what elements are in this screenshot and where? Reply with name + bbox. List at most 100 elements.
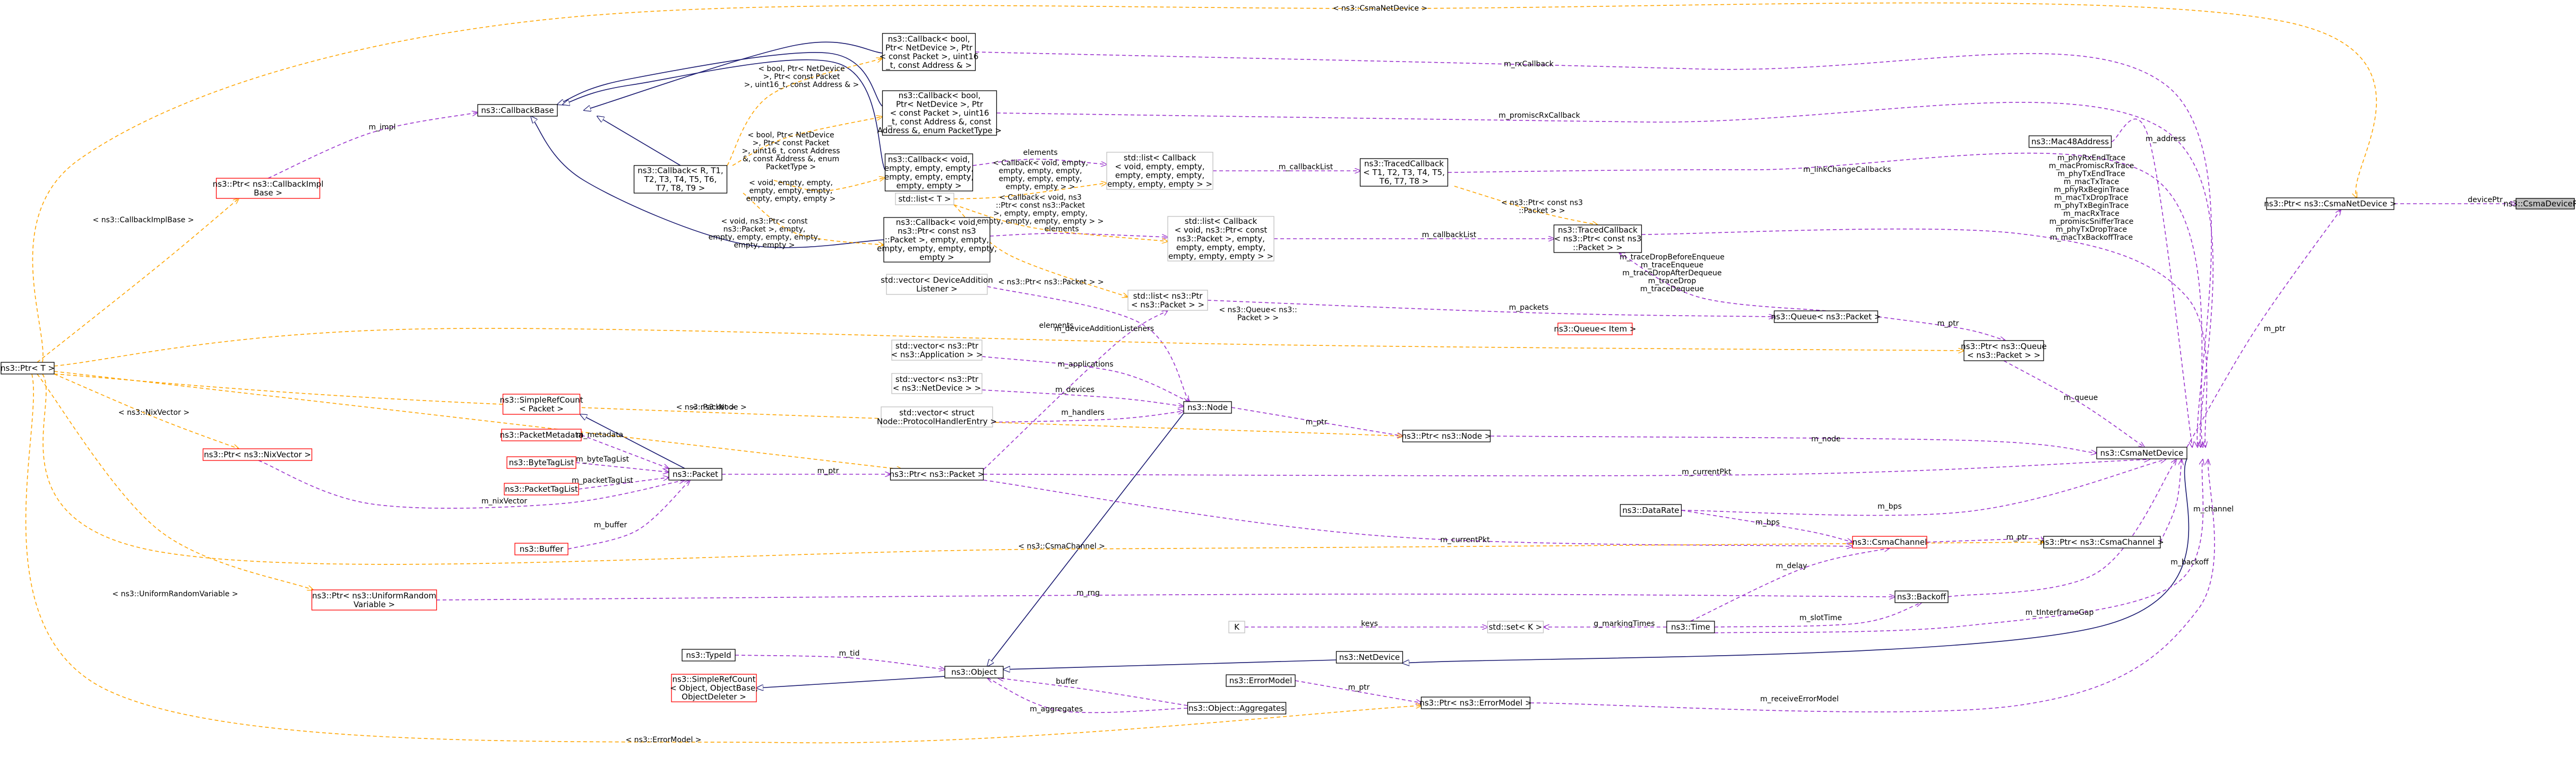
node-netDevice[interactable]: ns3::NetDevice <box>1336 651 1403 664</box>
node-kNode[interactable]: K <box>1228 621 1245 633</box>
edge-label-mNixVector: m_nixVector <box>481 497 528 506</box>
node-label: ns3::NetDevice <box>1339 652 1400 662</box>
node-box <box>2515 198 2575 210</box>
node-vecApp[interactable]: std::vector< ns3::Ptr< ns3::Application … <box>891 340 983 361</box>
node-box <box>884 153 973 192</box>
node-tracedCbPtr[interactable]: ns3::TracedCallback< ns3::Ptr< const ns3… <box>1553 224 1642 253</box>
edge-label-tplNode: < ns3::Node > <box>692 403 746 412</box>
node-box <box>2266 197 2394 210</box>
node-cbVoidPtr[interactable]: ns3::Callback< void,ns3::Ptr< const ns3:… <box>877 217 997 263</box>
node-box <box>1183 401 1232 414</box>
node-typeId[interactable]: ns3::TypeId <box>682 649 736 662</box>
node-vecNetDev[interactable]: std::vector< ns3::Ptr< ns3::NetDevice > … <box>891 373 983 394</box>
node-ptrQueue[interactable]: ns3::Ptr< ns3::Queue< ns3::Packet > > <box>1961 340 2047 361</box>
node-simpleRefObject[interactable]: ns3::SimpleRefCount< Object, ObjectBase,… <box>670 674 758 702</box>
node-box <box>881 406 993 428</box>
edge-label-mNode: m_node <box>1811 435 1841 443</box>
edge-stdListT-to-stdListCb2 <box>953 204 1168 241</box>
node-label: ns3::Mac48Address <box>2031 137 2109 146</box>
node-ptrNode[interactable]: ns3::Ptr< ns3::Node > <box>1402 430 1492 442</box>
node-macAddr[interactable]: ns3::Mac48Address <box>2028 135 2112 148</box>
node-objectAgg[interactable]: ns3::Object::Aggregates <box>1187 702 1287 715</box>
edge-label-mDelay: m_delay <box>1776 562 1807 570</box>
node-callbackBase[interactable]: ns3::CallbackBase <box>477 104 558 117</box>
node-box <box>506 456 576 469</box>
edge-packet-to-simpleRefPacket <box>580 414 685 469</box>
edge-cbBoolPromisc-to-csmaNetDevice <box>996 102 2214 447</box>
edge-label-mLinkChange: m_linkChangeCallbacks <box>1803 166 1891 174</box>
node-byteTagList[interactable]: ns3::ByteTagList <box>506 456 576 469</box>
node-ptrNixVector[interactable]: ns3::Ptr< ns3::NixVector > <box>202 448 313 461</box>
node-box <box>202 448 313 461</box>
edge-label-mAddress: m_address <box>2146 135 2186 143</box>
edge-label-tplVoidEmpty: < void, empty, empty,empty, empty, empty… <box>746 179 836 203</box>
node-box <box>886 274 988 295</box>
node-ptrCsmaNetDev[interactable]: ns3::Ptr< ns3::CsmaNetDevice > <box>2264 197 2397 210</box>
node-box <box>883 217 990 263</box>
node-label: ns3::TracedCallback< ns3::Ptr< const ns3… <box>1554 225 1642 253</box>
node-queueItem[interactable]: ns3::Queue< Item > <box>1554 323 1636 335</box>
edge-label-buffer: buffer <box>1056 677 1078 686</box>
node-time[interactable]: ns3::Time <box>1666 621 1715 633</box>
node-ptrErrorModel[interactable]: ns3::Ptr< ns3::ErrorModel > <box>1419 697 1532 709</box>
node-cbBoolMac[interactable]: ns3::Callback< bool,Ptr< NetDevice >, Pt… <box>880 33 979 71</box>
edge-label-elementsPtr: < ns3::Ptr< ns3::Packet > > <box>998 278 1104 286</box>
node-label: std::list< ns3::Ptr< ns3::Packet > > <box>1131 291 1204 310</box>
node-buffer[interactable]: ns3::Buffer <box>514 543 568 555</box>
node-csmaDevRec[interactable]: ns3::CsmaDeviceRec <box>2503 198 2576 210</box>
edge-ptrT-to-ptrCbImpl <box>37 198 239 363</box>
node-ptrT[interactable]: ns3::Ptr< T > <box>1 362 55 375</box>
edges-layer <box>25 2 2516 744</box>
edge-buffer-to-packet <box>567 480 690 550</box>
edge-label-mTInterFrame: m_tInterframeGap <box>2026 608 2094 617</box>
node-errorModel[interactable]: ns3::ErrorModel <box>1226 674 1296 687</box>
node-packetTagList[interactable]: ns3::PacketTagList <box>504 483 579 495</box>
edge-label-mChannel: m_channel <box>2193 505 2234 514</box>
node-stdListCb2[interactable]: std::list< Callback< void, ns3::Ptr< con… <box>1167 216 1274 262</box>
node-stdSetK[interactable]: std::set< K > <box>1487 621 1544 633</box>
edge-label-mTid: m_tid <box>839 649 860 658</box>
node-tracedCbT[interactable]: ns3::TracedCallback< T1, T2, T3, T4, T5,… <box>1359 158 1449 187</box>
node-label: ns3::CallbackBase <box>481 106 554 115</box>
node-csmaNetDevice[interactable]: ns3::CsmaNetDevice <box>2096 447 2187 459</box>
node-simpleRefPacket[interactable]: ns3::SimpleRefCount< Packet > <box>500 394 583 415</box>
node-box <box>504 483 579 495</box>
node-object[interactable]: ns3::Object <box>944 666 1004 678</box>
node-box <box>1557 323 1633 335</box>
node-ptrCsmaChannel[interactable]: ns3::Ptr< ns3::CsmaChannel > <box>2040 536 2164 549</box>
node-box <box>890 468 984 481</box>
node-box <box>633 165 728 194</box>
node-label: ns3::Ptr< ns3::CsmaChannel > <box>2040 537 2164 547</box>
node-label: ns3::Ptr< ns3::CsmaNetDevice > <box>2264 199 2396 208</box>
node-packetMetadata[interactable]: ns3::PacketMetadata <box>499 429 583 441</box>
node-csmaChannel[interactable]: ns3::CsmaChannel <box>1852 536 1927 549</box>
node-backoff[interactable]: ns3::Backoff <box>1894 590 1949 603</box>
node-dataRate[interactable]: ns3::DataRate <box>1619 504 1682 517</box>
node-packet[interactable]: ns3::Packet <box>668 468 722 481</box>
edge-objectAgg-to-object <box>998 678 1188 706</box>
edge-ptrErrorModel-to-csmaNetDevice <box>1530 459 2215 712</box>
node-label: ns3::Queue< Item > <box>1554 324 1636 334</box>
node-ptrPacket[interactable]: ns3::Ptr< ns3::Packet > <box>890 468 985 481</box>
edge-label-tplCbImplBase: < ns3::CallbackImplBase > <box>93 216 194 224</box>
node-box <box>311 589 437 611</box>
edge-label-tplCsmaNetDevice: < ns3::CsmaNetDevice > <box>1333 4 1428 13</box>
node-cbBoolPromisc[interactable]: ns3::Callback< bool,Ptr< NetDevice >, Pt… <box>877 90 1002 136</box>
node-stdListT[interactable]: std::list< T > <box>895 193 954 205</box>
edge-label-mApplications: m_applications <box>1057 360 1113 369</box>
node-callbackR[interactable]: ns3::Callback< R, T1,T2, T3, T4, T5, T6,… <box>633 165 728 194</box>
node-box <box>895 193 954 205</box>
node-cbVoidEmpty[interactable]: ns3::Callback< void,empty, empty, empty,… <box>884 153 973 192</box>
node-node[interactable]: ns3::Node <box>1183 401 1232 414</box>
node-stdListPtr[interactable]: std::list< ns3::Ptr< ns3::Packet > > <box>1127 290 1208 311</box>
edge-label-mPacketTagList: m_packetTagList <box>572 476 633 485</box>
node-queuePacket[interactable]: ns3::Queue< ns3::Packet > <box>1771 310 1881 323</box>
node-box <box>1773 310 1879 323</box>
node-box <box>1894 590 1949 603</box>
node-stdListCb1[interactable]: std::list< Callback< void, empty, empty,… <box>1106 152 1213 190</box>
